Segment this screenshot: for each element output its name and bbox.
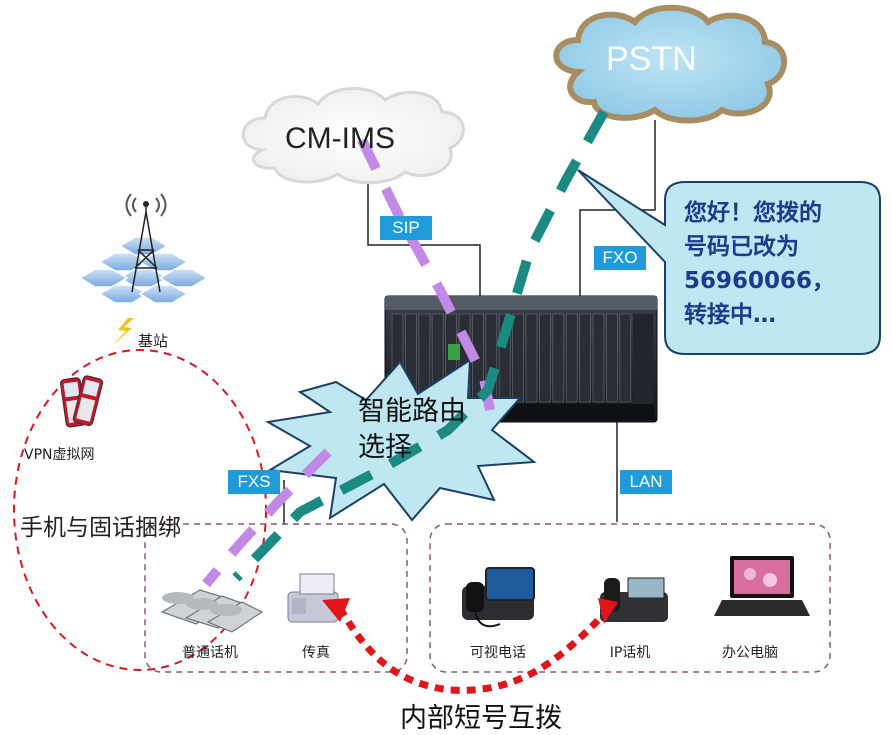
pstn-cloud-shape (553, 4, 788, 124)
laptop-illustration (714, 556, 810, 616)
ims-cloud-shape (241, 87, 465, 185)
signal-paths (202, 109, 609, 588)
video-phone-label: 可视电话 (470, 645, 526, 661)
chassis-slot (552, 313, 565, 403)
callout-line-2: 号码已改为 (684, 234, 799, 260)
callout-text: 您好！您拨的 号码已改为 56960066， 转接中… (684, 196, 874, 332)
burst-line-2: 选择 (358, 432, 412, 463)
pstn-cloud-label: PSTN (606, 40, 697, 78)
internal-call-path (322, 598, 618, 694)
sip-tag: SIP (380, 216, 432, 240)
chassis-slot (619, 313, 632, 403)
fax-label: 传真 (302, 645, 330, 661)
fxs-group-box (144, 523, 408, 673)
chassis-slot (539, 313, 551, 403)
callout-line-1: 您好！您拨的 (684, 200, 822, 226)
burst-line-1: 智能路由 (358, 396, 466, 427)
ims-cloud-label: CM-IMS (285, 122, 395, 155)
lan-group-box (429, 523, 831, 673)
callout-bubble-shape (577, 169, 881, 355)
analog-phones-illustration (160, 589, 264, 633)
bottom-caption: 内部短号互拨 (400, 703, 562, 734)
base-station-illustration (78, 193, 209, 346)
mobile-phones-illustration (60, 375, 104, 428)
video-phone-illustration (462, 567, 535, 628)
ip-phone-illustration (600, 577, 668, 622)
base-station-label: 基站 (138, 332, 169, 350)
analog-phone-label: 普通话机 (182, 645, 238, 661)
routing-burst-text: 智能路由 选择 (358, 394, 508, 466)
fxs-tag: FXS (228, 470, 280, 494)
vpn-label: VPN虚拟网 (24, 447, 95, 463)
routing-burst-shape (265, 358, 537, 522)
fax-illustration (287, 573, 339, 623)
chassis-slot (592, 313, 605, 403)
callout-line-4: 转接中… (684, 302, 776, 328)
chassis-slot (512, 313, 524, 403)
chassis-slot (525, 313, 538, 403)
chassis-slot (565, 313, 578, 403)
callout-line-3: 56960066， (684, 268, 836, 294)
office-pc-label: 办公电脑 (722, 645, 778, 661)
binding-label: 手机与固话捆绑 (20, 515, 181, 541)
chassis-slot (579, 313, 591, 403)
fxo-tag: FXO (594, 246, 646, 270)
ip-phone-label: IP话机 (609, 645, 651, 661)
chassis-slot (606, 313, 618, 403)
lan-tag: LAN (620, 470, 672, 494)
